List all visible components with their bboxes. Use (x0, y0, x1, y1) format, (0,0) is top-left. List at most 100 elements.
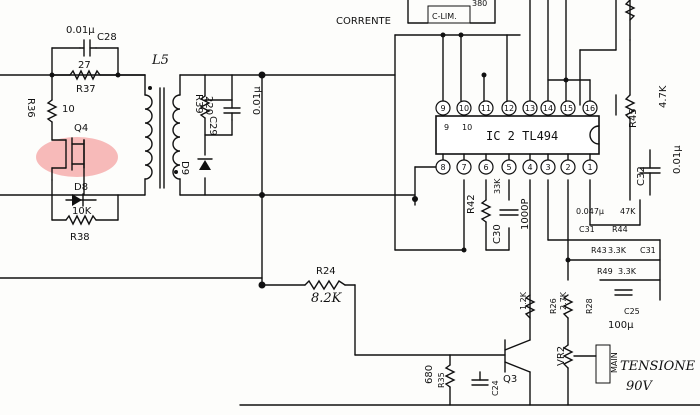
resistor-r39 (199, 95, 211, 119)
ic2-pin-label: 2 (565, 163, 570, 172)
r45-name: R45 (628, 108, 639, 128)
ic2-pin-14 (540, 100, 556, 116)
secondary-wires (179, 74, 263, 196)
q4-label: Q4 (74, 123, 88, 134)
ic2-pin-label: 14 (543, 104, 553, 113)
c29-value: 0.01µ (252, 86, 263, 115)
ic2-pin-1 (582, 159, 598, 175)
ic2-pin-label: 7 (461, 163, 466, 172)
ic-bottom-wiring (394, 166, 661, 341)
junction (563, 77, 569, 83)
r42-name: R42 (466, 194, 477, 214)
potentiometer-vr2 (562, 344, 574, 369)
ic2-pin-label: 10 (459, 104, 469, 113)
main-bus-wires (0, 74, 506, 356)
resistor-r45 (624, 94, 636, 120)
capacitor-c28 (79, 39, 97, 57)
capacitor-c25 (614, 289, 633, 296)
ic2-pin-label: 6 (483, 163, 488, 172)
c-lim-label: C-LIM. (432, 12, 457, 21)
r38-name: R38 (70, 232, 90, 243)
phase-dot (148, 86, 152, 90)
l5-label: L5 (151, 53, 169, 68)
junction (565, 257, 571, 263)
c28-name: C28 (97, 32, 117, 43)
ic2-pin9-inner: 9 (444, 123, 449, 132)
main-box (595, 344, 611, 384)
c-lim-box (427, 5, 471, 24)
ic2-pin-2 (560, 159, 576, 175)
r24-name: R24 (316, 266, 336, 277)
ic2-pin-label: 3 (545, 163, 550, 172)
r39-name: R39 (193, 94, 204, 114)
r39-value: 220 (203, 96, 214, 115)
d9-label: D9 (179, 161, 190, 175)
c32-name: C32 (636, 166, 647, 186)
c30-name: C30 (492, 224, 503, 244)
c24-name: C24 (491, 380, 500, 396)
c31-a-name: C31 (579, 225, 595, 234)
ic2-pin-4 (522, 159, 538, 175)
resistor-r42 (480, 199, 492, 223)
phase-dot (174, 170, 178, 174)
ic2-pin-label: 13 (525, 104, 535, 113)
r26-name: R26 (549, 298, 558, 314)
ic2-pin-label: 8 (440, 163, 445, 172)
top-fragment: 380 (472, 0, 487, 8)
resistor-r35 (444, 364, 456, 388)
ic2-pin-7 (456, 159, 472, 175)
r37-top-label: 27 (78, 60, 91, 71)
d8-label: D8 (74, 182, 88, 193)
ic2-pin-6 (478, 159, 494, 175)
capacitor-c30 (499, 209, 519, 216)
ic2-pin-label: 16 (585, 104, 595, 113)
ic2-pin-label: 5 (506, 163, 511, 172)
ic2-body (435, 115, 600, 155)
r28-name: R28 (585, 298, 594, 314)
c31-b-name: C31 (640, 246, 656, 255)
ic2-pin-10 (456, 100, 472, 116)
q4-highlight (36, 137, 118, 177)
main-label: MAIN (610, 352, 619, 373)
resistor-top-right (624, 0, 636, 21)
ic2-pin-11 (478, 100, 494, 116)
resistor-r38 (65, 214, 97, 226)
mosfet-q4 (51, 137, 85, 181)
resistor-r26 (524, 294, 536, 319)
junction (115, 72, 121, 78)
c31-top-value: 0.047µ (576, 207, 604, 216)
resistor-r37 (69, 69, 101, 81)
junction (412, 196, 418, 202)
ic2-notch (589, 125, 600, 145)
vr2-name: VR2 (556, 346, 567, 366)
junction (49, 72, 55, 78)
c30-value: 1000P (520, 199, 531, 230)
junction (258, 281, 266, 289)
transformer-l5 (144, 74, 181, 196)
tensione-label: TENSIONE (620, 359, 696, 374)
r35-name: R35 (437, 372, 446, 388)
resistor-r36 (46, 99, 58, 123)
ic2-pin-13 (522, 100, 538, 116)
c25-name: C25 (624, 307, 640, 316)
r26-value: 1.2K (519, 291, 528, 310)
ic2-label: IC 2 TL494 (486, 129, 558, 143)
c32-value: 0.01µ (672, 145, 683, 174)
r43-name: R43 (591, 246, 607, 255)
r27-value: 2.7K (559, 291, 568, 310)
capacitor-c32 (639, 149, 661, 196)
ic2-pin-label: 12 (504, 104, 514, 113)
r45-value: 4.7K (658, 85, 669, 108)
ic2-pin10-inner: 10 (462, 123, 472, 132)
capacitor-c24 (471, 371, 489, 386)
r44-name: R44 (612, 225, 628, 234)
left-section-wires (0, 47, 146, 221)
junction (258, 71, 266, 79)
corrente-label: CORRENTE (336, 16, 391, 27)
r47-top-value: 47K (620, 207, 636, 216)
ic2-pin-label: 15 (563, 104, 573, 113)
junction (481, 72, 487, 78)
